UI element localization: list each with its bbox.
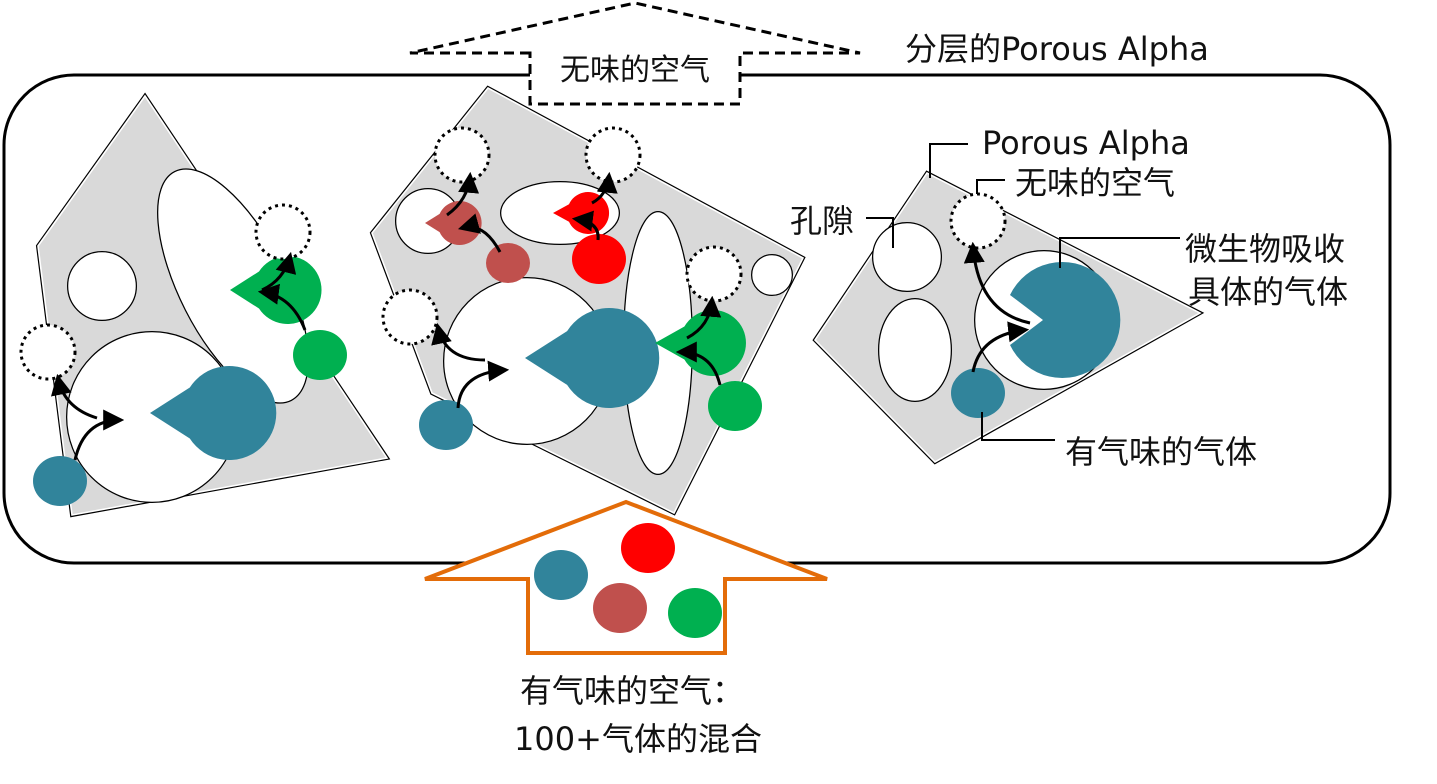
gas-red [572,234,626,284]
porous-alpha-label: Porous Alpha [982,124,1190,162]
clean-air-bubble [254,203,312,261]
input-gas-green [668,588,722,638]
gas-teal [951,368,1005,418]
gas-teal [33,456,87,506]
gas-green [708,381,762,431]
leader-line-clean-air [976,179,1005,194]
clean-air-legend-label: 无味的空气 [1015,164,1175,202]
gas-green [293,330,347,380]
gas-brown [486,243,530,283]
microbe-teal [1010,262,1121,378]
clean-air-top-label: 无味的空气 [560,53,710,88]
microbe-label-line1: 微生物吸收 [1185,230,1345,268]
particle-left [19,92,391,518]
microbe-green [655,310,746,376]
input-label-line2: 100+气体的混合 [514,720,762,758]
input-gas-brown [593,583,647,633]
leader-line-porous-alpha [929,143,968,178]
microbe-brown [425,201,482,246]
clean-air-bubble [685,245,743,303]
gas-teal [419,400,473,450]
leader-line-microbe [1059,237,1180,268]
leader-line-pore [866,217,894,248]
clean-air-bubble [949,192,1007,250]
microbe-teal [525,308,660,408]
input-gas-teal [534,550,588,600]
leader-line-odorous-gas [981,412,1055,441]
layered-title: 分层的Porous Alpha [905,30,1209,68]
input-gas-red [621,523,675,573]
input-label-line1: 有气味的空气： [520,672,744,710]
particle-middle [369,85,806,516]
clean-air-bubble [433,126,491,184]
microbe-label-line2: 具体的气体 [1188,273,1348,311]
clean-air-bubble [381,288,439,346]
odorous-air-in-arrow [424,499,828,655]
particle-right [812,170,1205,465]
pore-label: 孔隙 [790,202,854,240]
clean-air-out-arrow [409,1,861,106]
clean-air-bubble [584,126,642,184]
microbe-teal [150,365,277,460]
odorous-gas-label: 有气味的气体 [1065,433,1257,471]
clean-air-bubble [19,323,77,381]
